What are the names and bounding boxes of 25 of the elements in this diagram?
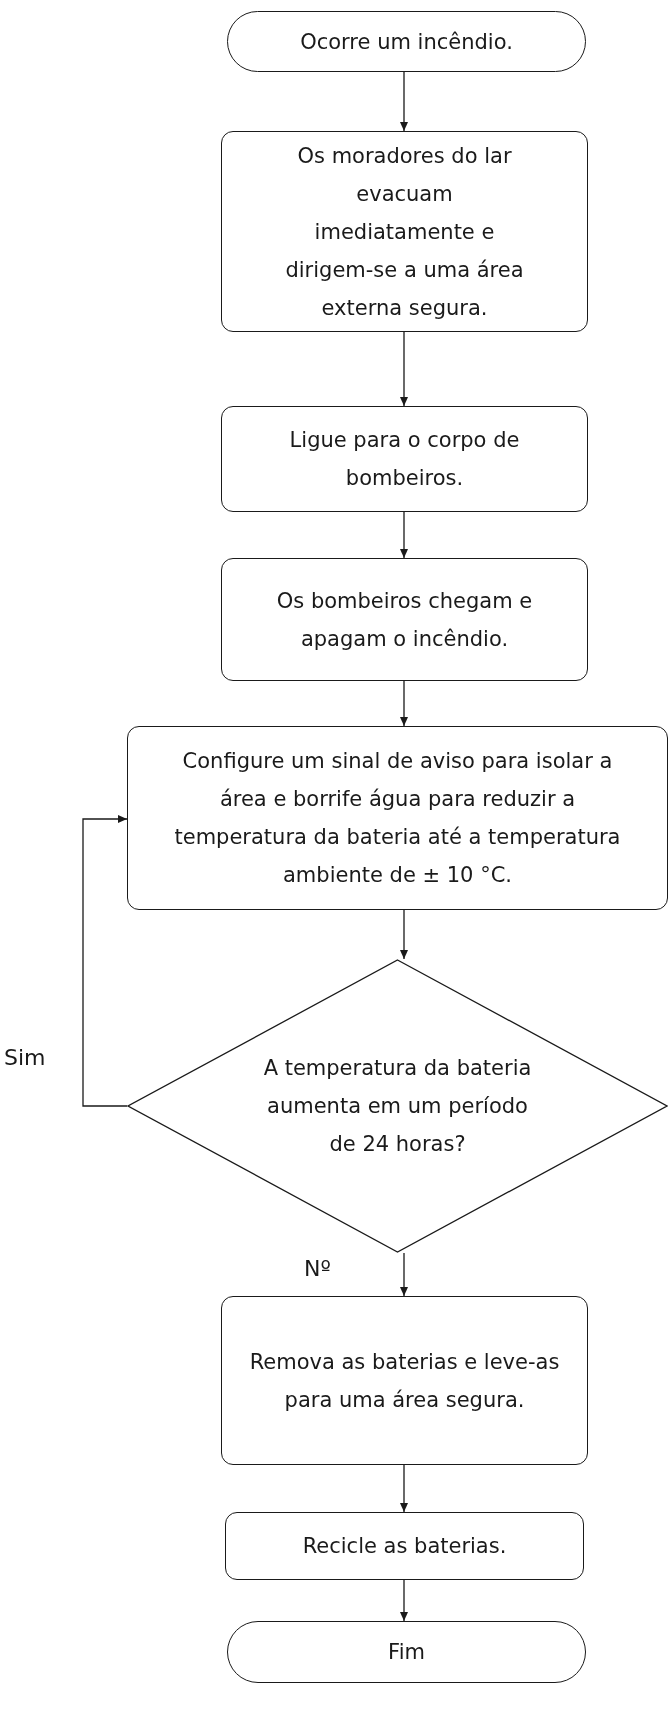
node-text: Remova as baterias e leve-as para uma área segura. — [249, 1348, 560, 1414]
node-text: Os bombeiros chegam e apagam o incêndio. — [275, 587, 534, 653]
process-box — [221, 1296, 588, 1465]
arrow — [400, 331, 408, 407]
arrow — [400, 511, 408, 559]
node-text: Ocorre um incêndio. — [300, 28, 513, 56]
node-text: A temperatura da bateria aumenta em um período de 24 horas? — [262, 1055, 533, 1158]
arrow — [400, 1464, 408, 1513]
node-text: Ligue para o corpo de bombeiros. — [288, 427, 521, 492]
node-text: Fim — [388, 1639, 425, 1666]
node-text: Configure um sinal de aviso para isolar a área e borrife água para reduzir a temperatura da bateria até a temperatura ambiente de ± 10 °C. — [173, 748, 622, 889]
process-box — [127, 726, 668, 910]
arrow — [400, 71, 408, 132]
node-text: Recicle as baterias. — [302, 1533, 507, 1560]
process-box — [221, 131, 588, 332]
process-box — [225, 1512, 584, 1580]
decision-diamond — [127, 959, 668, 1253]
arrow — [400, 680, 408, 727]
node-text: Os moradores do lar evacuam imediatamente e dirigem-se a uma área externa segura. — [284, 142, 525, 322]
arrow — [82, 815, 128, 1107]
arrow — [400, 1252, 408, 1297]
process-box — [221, 406, 588, 512]
process-box — [221, 558, 588, 681]
arrow — [400, 909, 408, 960]
arrow — [400, 1579, 408, 1622]
